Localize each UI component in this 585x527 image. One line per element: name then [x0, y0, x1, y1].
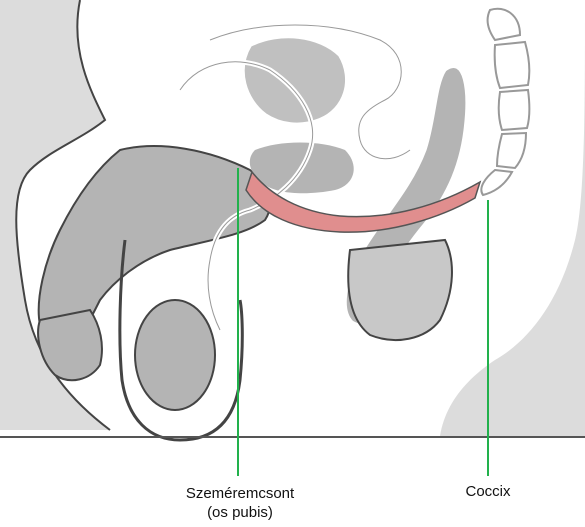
pubis-label-line2: (os pubis) [160, 503, 320, 522]
buttock-shape [348, 240, 452, 340]
vertebra-3 [499, 90, 530, 130]
pubis-label-line1: Szeméremcsont [160, 484, 320, 503]
vertebra-2 [495, 42, 530, 88]
vertebra-5 [481, 170, 512, 195]
vertebra-4 [497, 133, 526, 168]
testis-shape [135, 300, 215, 410]
pubis-label: Szeméremcsont (os pubis) [160, 484, 320, 522]
vertebra-1 [488, 9, 520, 40]
coccyx-vertebrae [481, 9, 529, 195]
bladder-shape [243, 36, 347, 124]
coccix-label: Coccix [440, 482, 536, 501]
